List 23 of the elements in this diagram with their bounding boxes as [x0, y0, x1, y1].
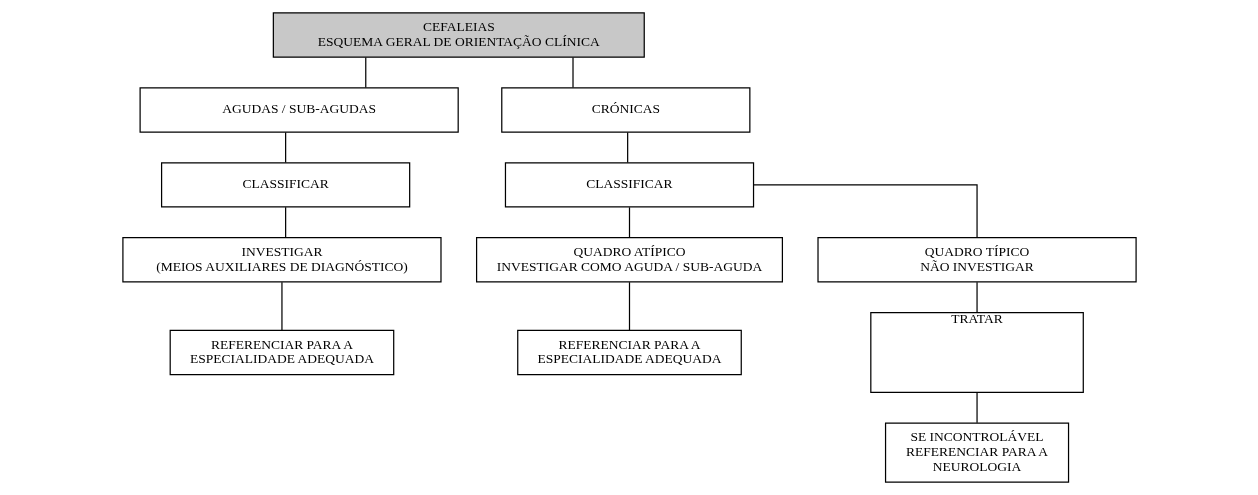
connector: [626, 131, 628, 164]
connector: [284, 206, 286, 238]
node-box: CLASSIFICAR: [160, 162, 410, 208]
node-box: CRÓNICAS: [500, 87, 750, 133]
node-box: AGUDAS / SUB-AGUDAS: [139, 87, 459, 133]
connector: [280, 281, 283, 331]
node-box: REFERENCIAR PARA A ESPECIALIDADE ADEQUADA: [169, 329, 394, 376]
node-box: CLASSIFICAR: [504, 162, 754, 208]
node-box: TRATAR: [869, 311, 1084, 394]
connector: [975, 281, 978, 314]
node-box: INVESTIGAR (MEIOS AUXILIARES DE DIAGNÓSTICO): [121, 237, 442, 283]
node-box: QUADRO TÍPICO NÃO INVESTIGAR: [816, 237, 1137, 283]
connector: [752, 184, 978, 238]
node-box: SE INCONTROLÁVEL REFERENCIAR PARA A NEUROLOGIA: [884, 422, 1069, 483]
connector: [364, 56, 366, 89]
node-box: QUADRO ATÍPICO INVESTIGAR COMO AGUDA / SUB-AGUDA: [475, 237, 783, 283]
connector: [284, 131, 286, 164]
connector: [628, 281, 630, 331]
connector: [628, 206, 630, 238]
connector: [571, 56, 574, 89]
node-box: REFERENCIAR PARA A ESPECIALIDADE ADEQUADA: [516, 329, 742, 376]
node-box: CEFALEIAS ESQUEMA GERAL DE ORIENTAÇÃO CLÍNICA: [272, 12, 645, 58]
connector: [975, 392, 978, 424]
